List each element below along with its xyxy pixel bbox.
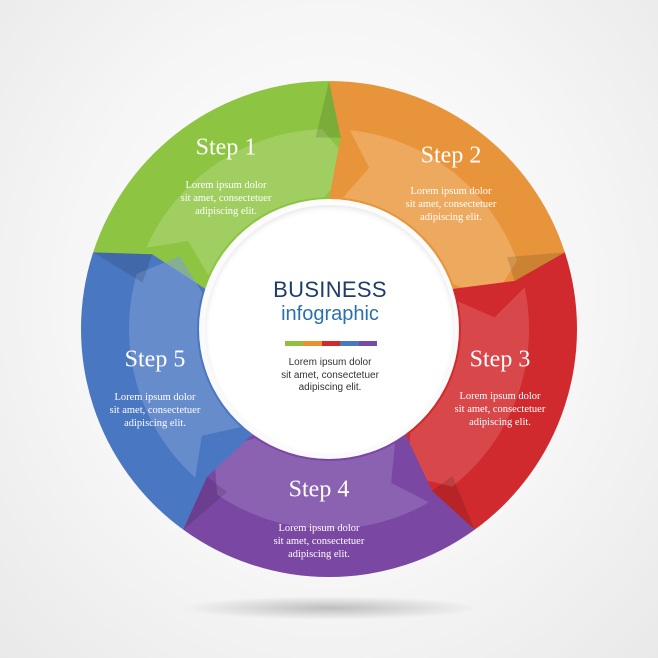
step-desc-line: Lorem ipsum dolor [410, 186, 492, 197]
center-subtitle: infographic [281, 303, 379, 325]
step-5-description: Lorem ipsum dolor sit amet, consectetuer… [85, 391, 225, 430]
step-desc-line: adipiscing elit. [420, 212, 482, 223]
step-4-description: Lorem ipsum dolor sit amet, consectetuer… [249, 522, 389, 561]
step-desc-line: Lorem ipsum dolor [459, 391, 541, 402]
ground-shadow [180, 596, 480, 620]
center-title: BUSINESS [273, 277, 387, 302]
step-4-segment [183, 434, 475, 578]
step-desc-line: sit amet, consectetuer [180, 193, 272, 204]
center-description: Lorem ipsum dolor sit amet, consectetuer… [205, 357, 455, 395]
step-desc-line: adipiscing elit. [124, 418, 186, 429]
step-3-segment [405, 252, 578, 530]
step-2-arrow [342, 130, 517, 301]
step-5-arrow [129, 256, 241, 478]
step-desc-line: adipiscing elit. [469, 417, 531, 428]
step-4-arrow [213, 438, 429, 530]
center-desc-line: adipiscing elit. [298, 382, 362, 393]
step-desc-line: Lorem ipsum dolor [114, 392, 196, 403]
step-1-arrow [146, 129, 353, 276]
color-bar-segment-4 [340, 341, 359, 346]
step-3-description: Lorem ipsum dolor sit amet, consectetuer… [430, 390, 570, 429]
step-desc-line: adipiscing elit. [288, 549, 350, 560]
step-2-description: Lorem ipsum dolor sit amet, consectetuer… [381, 185, 521, 224]
step-desc-line: sit amet, consectetuer [454, 404, 546, 415]
step-4-fold [183, 474, 228, 530]
step-5-segment [80, 252, 253, 530]
step-desc-line: adipiscing elit. [195, 206, 257, 217]
step-desc-line: sit amet, consectetuer [109, 405, 201, 416]
color-bar-segment-1 [285, 341, 304, 346]
step-3-arrow [406, 287, 529, 487]
step-5-fold [93, 252, 153, 283]
color-bar [285, 341, 378, 346]
step-4-title: Step 4 [288, 476, 350, 503]
color-bar-segment-5 [358, 341, 378, 346]
step-5-title: Step 5 [124, 346, 186, 373]
step-desc-line: Lorem ipsum dolor [278, 523, 360, 534]
step-desc-line: sit amet, consectetuer [273, 536, 365, 547]
center-circle: BUSINESS infographic Lorem ipsum dolor s… [205, 205, 455, 455]
center-desc-line: Lorem ipsum dolor [288, 357, 372, 368]
step-desc-line: Lorem ipsum dolor [185, 180, 267, 191]
color-bar-segment-2 [303, 341, 322, 346]
step-2-title: Step 2 [420, 142, 482, 169]
step-1-description: Lorem ipsum dolor sit amet, consectetuer… [156, 179, 296, 218]
step-desc-line: sit amet, consectetuer [405, 199, 497, 210]
step-3-fold [428, 476, 475, 530]
color-bar-segment-3 [321, 341, 341, 346]
step-1-title: Step 1 [195, 134, 257, 161]
step-3-title: Step 3 [469, 346, 531, 373]
center-desc-line: sit amet, consectetuer [281, 369, 379, 381]
